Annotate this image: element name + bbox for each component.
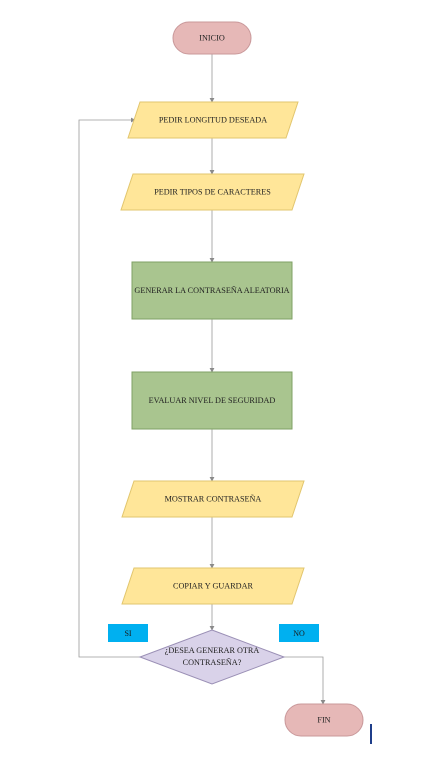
connectors: [78, 54, 326, 705]
connector-loop-back-yes: [78, 117, 140, 658]
branch-label-yes: SI: [108, 624, 148, 642]
connector-to-end-no: [284, 656, 326, 705]
decision-label-line1: ¿DESEA GENERAR OTRA: [165, 646, 260, 655]
process-generate: GENERAR LA CONTRASEÑA ALEATORIA: [131, 261, 293, 320]
io-ask-types: PEDIR TIPOS DE CARACTERES: [120, 173, 305, 211]
branch-label-no: NO: [279, 624, 319, 642]
start-terminal: INICIO: [172, 21, 252, 55]
io-show-label: MOSTRAR CONTRASEÑA: [165, 493, 262, 503]
process-generate-label: GENERAR LA CONTRASEÑA ALEATORIA: [134, 285, 289, 295]
process-evaluate: EVALUAR NIVEL DE SEGURIDAD: [131, 371, 293, 430]
io-ask-length: PEDIR LONGITUD DESEADA: [127, 101, 299, 139]
io-ask-length-label: PEDIR LONGITUD DESEADA: [159, 115, 267, 124]
start-terminal-label: INICIO: [199, 33, 225, 42]
decision-generate-again: ¿DESEA GENERAR OTRA CONTRASEÑA?: [138, 629, 286, 685]
decision-label-line2: CONTRASEÑA?: [183, 657, 242, 667]
end-terminal-label: FIN: [317, 715, 330, 724]
io-ask-types-label: PEDIR TIPOS DE CARACTERES: [154, 187, 271, 196]
io-show: MOSTRAR CONTRASEÑA: [121, 480, 305, 518]
io-copy-save-label: COPIAR Y GUARDAR: [173, 581, 253, 590]
io-copy-save: COPIAR Y GUARDAR: [121, 567, 305, 605]
end-terminal: FIN: [284, 703, 364, 737]
process-evaluate-label: EVALUAR NIVEL DE SEGURIDAD: [149, 396, 276, 405]
text-cursor: [370, 724, 372, 744]
